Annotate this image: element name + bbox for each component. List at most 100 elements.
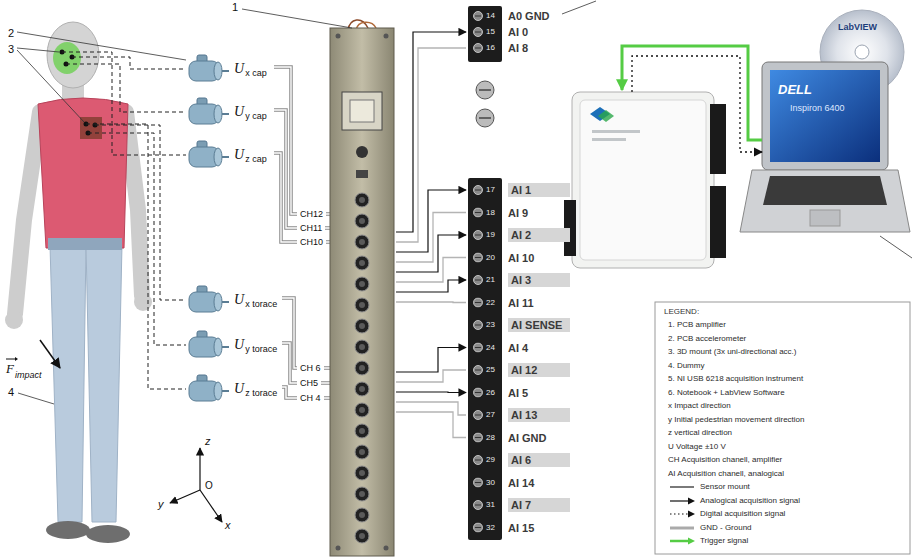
legend-entry: GND - Ground xyxy=(700,523,752,533)
accelerometer-node: Uz torace xyxy=(186,372,282,406)
axis-label: x xyxy=(225,518,231,532)
accelerometer-cap xyxy=(214,382,222,400)
pin-number: 18 xyxy=(486,208,495,218)
terminal-block xyxy=(474,501,483,510)
pin-number: 29 xyxy=(486,455,495,465)
legend-sample-line xyxy=(670,540,689,543)
pin-number: 16 xyxy=(486,43,495,53)
terminal-block xyxy=(479,89,491,91)
signal-symbol: U xyxy=(234,61,244,76)
leader-line xyxy=(17,50,84,122)
ni-usb-device xyxy=(592,138,626,141)
pcb-amplifier xyxy=(355,382,369,396)
legend-sample-arrowhead xyxy=(688,538,695,545)
pcb-amplifier xyxy=(356,146,368,158)
pcb-amplifier xyxy=(356,170,368,178)
terminal-block xyxy=(474,231,483,240)
pin-number: 31 xyxy=(486,500,495,510)
legend-sample-line xyxy=(670,500,689,501)
leader-line xyxy=(18,393,54,404)
pcb-amplifier xyxy=(336,546,341,551)
ni-usb-device xyxy=(564,92,726,268)
callout-number: 2 xyxy=(8,26,14,40)
terminal-block xyxy=(474,208,483,217)
pin-name: AI 9 xyxy=(508,206,570,220)
sensor-cable xyxy=(274,153,330,242)
dummy xyxy=(86,525,130,543)
analog-signal-wire xyxy=(396,32,466,438)
pin-number: 17 xyxy=(486,185,495,195)
pin-name: AI 13 xyxy=(508,408,570,422)
legend-box xyxy=(655,302,910,554)
pcb-amplifier xyxy=(384,34,389,39)
analog-signal-wire xyxy=(396,213,466,263)
pcb-amplifier xyxy=(355,403,369,417)
legend-entry: 4. Dummy xyxy=(668,361,704,371)
accelerometer-cap xyxy=(214,105,222,123)
terminal-block xyxy=(468,6,502,540)
accelerometer-node: Ux torace xyxy=(186,283,282,317)
pcb-amplifier xyxy=(336,34,341,39)
coordinate-axes xyxy=(200,490,222,522)
notebook xyxy=(763,176,887,205)
terminal-block xyxy=(474,433,483,442)
accelerometer-cap xyxy=(214,62,222,80)
pin-name: AI 12 xyxy=(508,363,570,377)
signal-label: Uz torace xyxy=(234,380,277,398)
terminal-block xyxy=(474,411,483,420)
pcb-amplifier xyxy=(355,529,369,543)
legend-entry: CH Acquisition chanell, amplifier xyxy=(668,455,782,465)
terminal-block xyxy=(479,117,491,119)
legend-sample-line xyxy=(670,486,694,487)
pin-name: AI 3 xyxy=(508,273,570,287)
coordinate-axes xyxy=(199,448,200,490)
accelerometer-node: Uy cap xyxy=(186,95,271,129)
sensor-cable xyxy=(274,153,330,242)
dummy xyxy=(5,311,23,329)
legend-sample xyxy=(668,509,696,519)
impact-arrow xyxy=(40,340,60,368)
signal-subscript: z cap xyxy=(245,154,267,164)
channel-label: CH 4 xyxy=(297,392,324,404)
pin-name: AI 15 xyxy=(508,521,570,535)
legend-entry: 1. PCB amplifier xyxy=(668,320,726,330)
dummy xyxy=(134,293,152,311)
accelerometer-cable xyxy=(222,301,229,303)
callout-number: 1 xyxy=(232,0,238,14)
analog-signal-wire xyxy=(396,258,466,283)
pcb-amplifier xyxy=(355,508,369,522)
digital-signal-line xyxy=(632,56,762,152)
coordinate-axes xyxy=(170,490,200,503)
pin-number: 14 xyxy=(486,11,495,21)
legend-entry: x Impact direction xyxy=(668,401,731,411)
pin-name: AI 10 xyxy=(508,251,570,265)
terminal-block xyxy=(474,12,483,21)
ni-usb-device xyxy=(710,104,726,174)
signal-subscript: y torace xyxy=(245,344,277,354)
impact-arrow xyxy=(15,357,18,361)
pin-number: 26 xyxy=(486,388,495,398)
ni-usb-device xyxy=(598,110,614,122)
pin-number: 20 xyxy=(486,253,495,263)
legend-entry: Digital acquisition signal xyxy=(700,509,785,519)
analog-signal-wire xyxy=(396,48,466,438)
analog-signal-wire xyxy=(396,235,466,272)
pin-number: 19 xyxy=(486,230,495,240)
pin-name: AI 4 xyxy=(508,341,570,355)
legend-entry: 2. PCB accelerometer xyxy=(668,334,746,344)
terminal-block xyxy=(474,298,483,307)
accelerometer-cable xyxy=(222,70,229,72)
pin-name: AI 5 xyxy=(508,386,570,400)
pcb-amplifier xyxy=(355,193,369,207)
accelerometer-cap xyxy=(214,293,222,311)
terminal-block xyxy=(474,253,483,262)
channel-label: CH10 xyxy=(297,236,326,248)
pin-name: AI 7 xyxy=(508,498,570,512)
digital-signal-line xyxy=(632,56,762,152)
model-name: Inspiron 6400 xyxy=(790,103,845,113)
legend-sample-line xyxy=(670,526,694,529)
dummy xyxy=(50,245,86,522)
pin-number: 22 xyxy=(486,298,495,308)
sensor-cable xyxy=(274,67,330,398)
pin-name: AI 11 xyxy=(508,296,570,310)
